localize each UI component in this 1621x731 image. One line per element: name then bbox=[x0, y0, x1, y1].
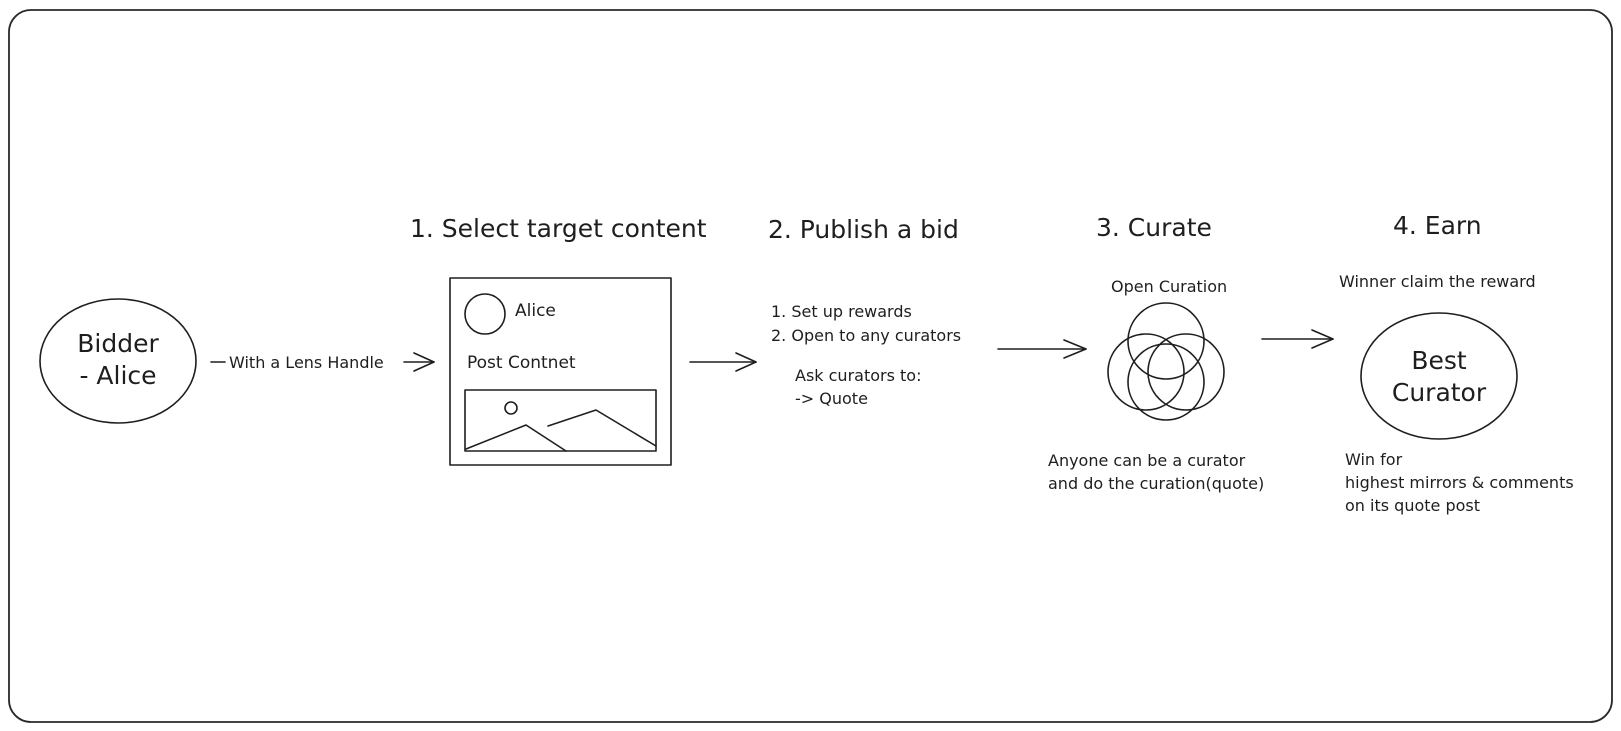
curation-circle-left bbox=[1107, 333, 1185, 411]
diagram-frame bbox=[8, 9, 1613, 723]
step1-title: 1. Select target content bbox=[410, 214, 707, 243]
post-image-frame bbox=[464, 389, 657, 452]
step4-note-line2: highest mirrors & comments bbox=[1345, 473, 1574, 492]
curation-circles-icon bbox=[1107, 302, 1225, 421]
best-curator-line2: Curator bbox=[1392, 378, 1487, 407]
curation-circle-bottom bbox=[1127, 343, 1205, 421]
post-avatar-icon bbox=[464, 293, 506, 335]
best-curator-line1: Best bbox=[1411, 346, 1467, 375]
edge-label: With a Lens Handle bbox=[229, 353, 384, 372]
step2-title: 2. Publish a bid bbox=[768, 215, 959, 244]
step4-subtitle: Winner claim the reward bbox=[1339, 272, 1536, 291]
post-author: Alice bbox=[515, 301, 556, 321]
step3-title: 3. Curate bbox=[1096, 213, 1212, 242]
image-mountains-icon bbox=[465, 424, 567, 452]
post-body: Post Contnet bbox=[467, 353, 576, 373]
edge-bidder-arrow-head bbox=[413, 352, 435, 372]
step3-subtitle: Open Curation bbox=[1111, 277, 1227, 296]
step2-item-1: 1. Set up rewards bbox=[771, 302, 912, 321]
image-mountains-icon-right bbox=[547, 409, 657, 447]
post-card bbox=[449, 277, 672, 466]
step4-note-line3: on its quote post bbox=[1345, 496, 1480, 515]
bidder-node bbox=[39, 298, 197, 424]
bidder-label-line2: - Alice bbox=[79, 361, 156, 390]
curation-circle-top bbox=[1127, 302, 1205, 380]
image-sun-icon bbox=[504, 401, 518, 415]
arrow-step3-to-step4-head bbox=[1311, 329, 1334, 349]
step2-ask-line1: Ask curators to: bbox=[795, 366, 921, 385]
step3-note-line2: and do the curation(quote) bbox=[1048, 474, 1264, 493]
step2-ask-line2: -> Quote bbox=[795, 389, 868, 408]
step2-item-2: 2. Open to any curators bbox=[771, 326, 961, 345]
step3-note-line1: Anyone can be a curator bbox=[1048, 451, 1246, 470]
arrow-step1-to-step2-head bbox=[735, 352, 757, 372]
step4-title: 4. Earn bbox=[1393, 211, 1482, 240]
best-curator-node bbox=[1360, 312, 1518, 440]
step4-note-line1: Win for bbox=[1345, 450, 1403, 469]
arrow-step2-to-step3-head bbox=[1063, 339, 1087, 359]
bidder-label-line1: Bidder bbox=[77, 329, 159, 358]
curation-circle-right bbox=[1147, 333, 1225, 411]
